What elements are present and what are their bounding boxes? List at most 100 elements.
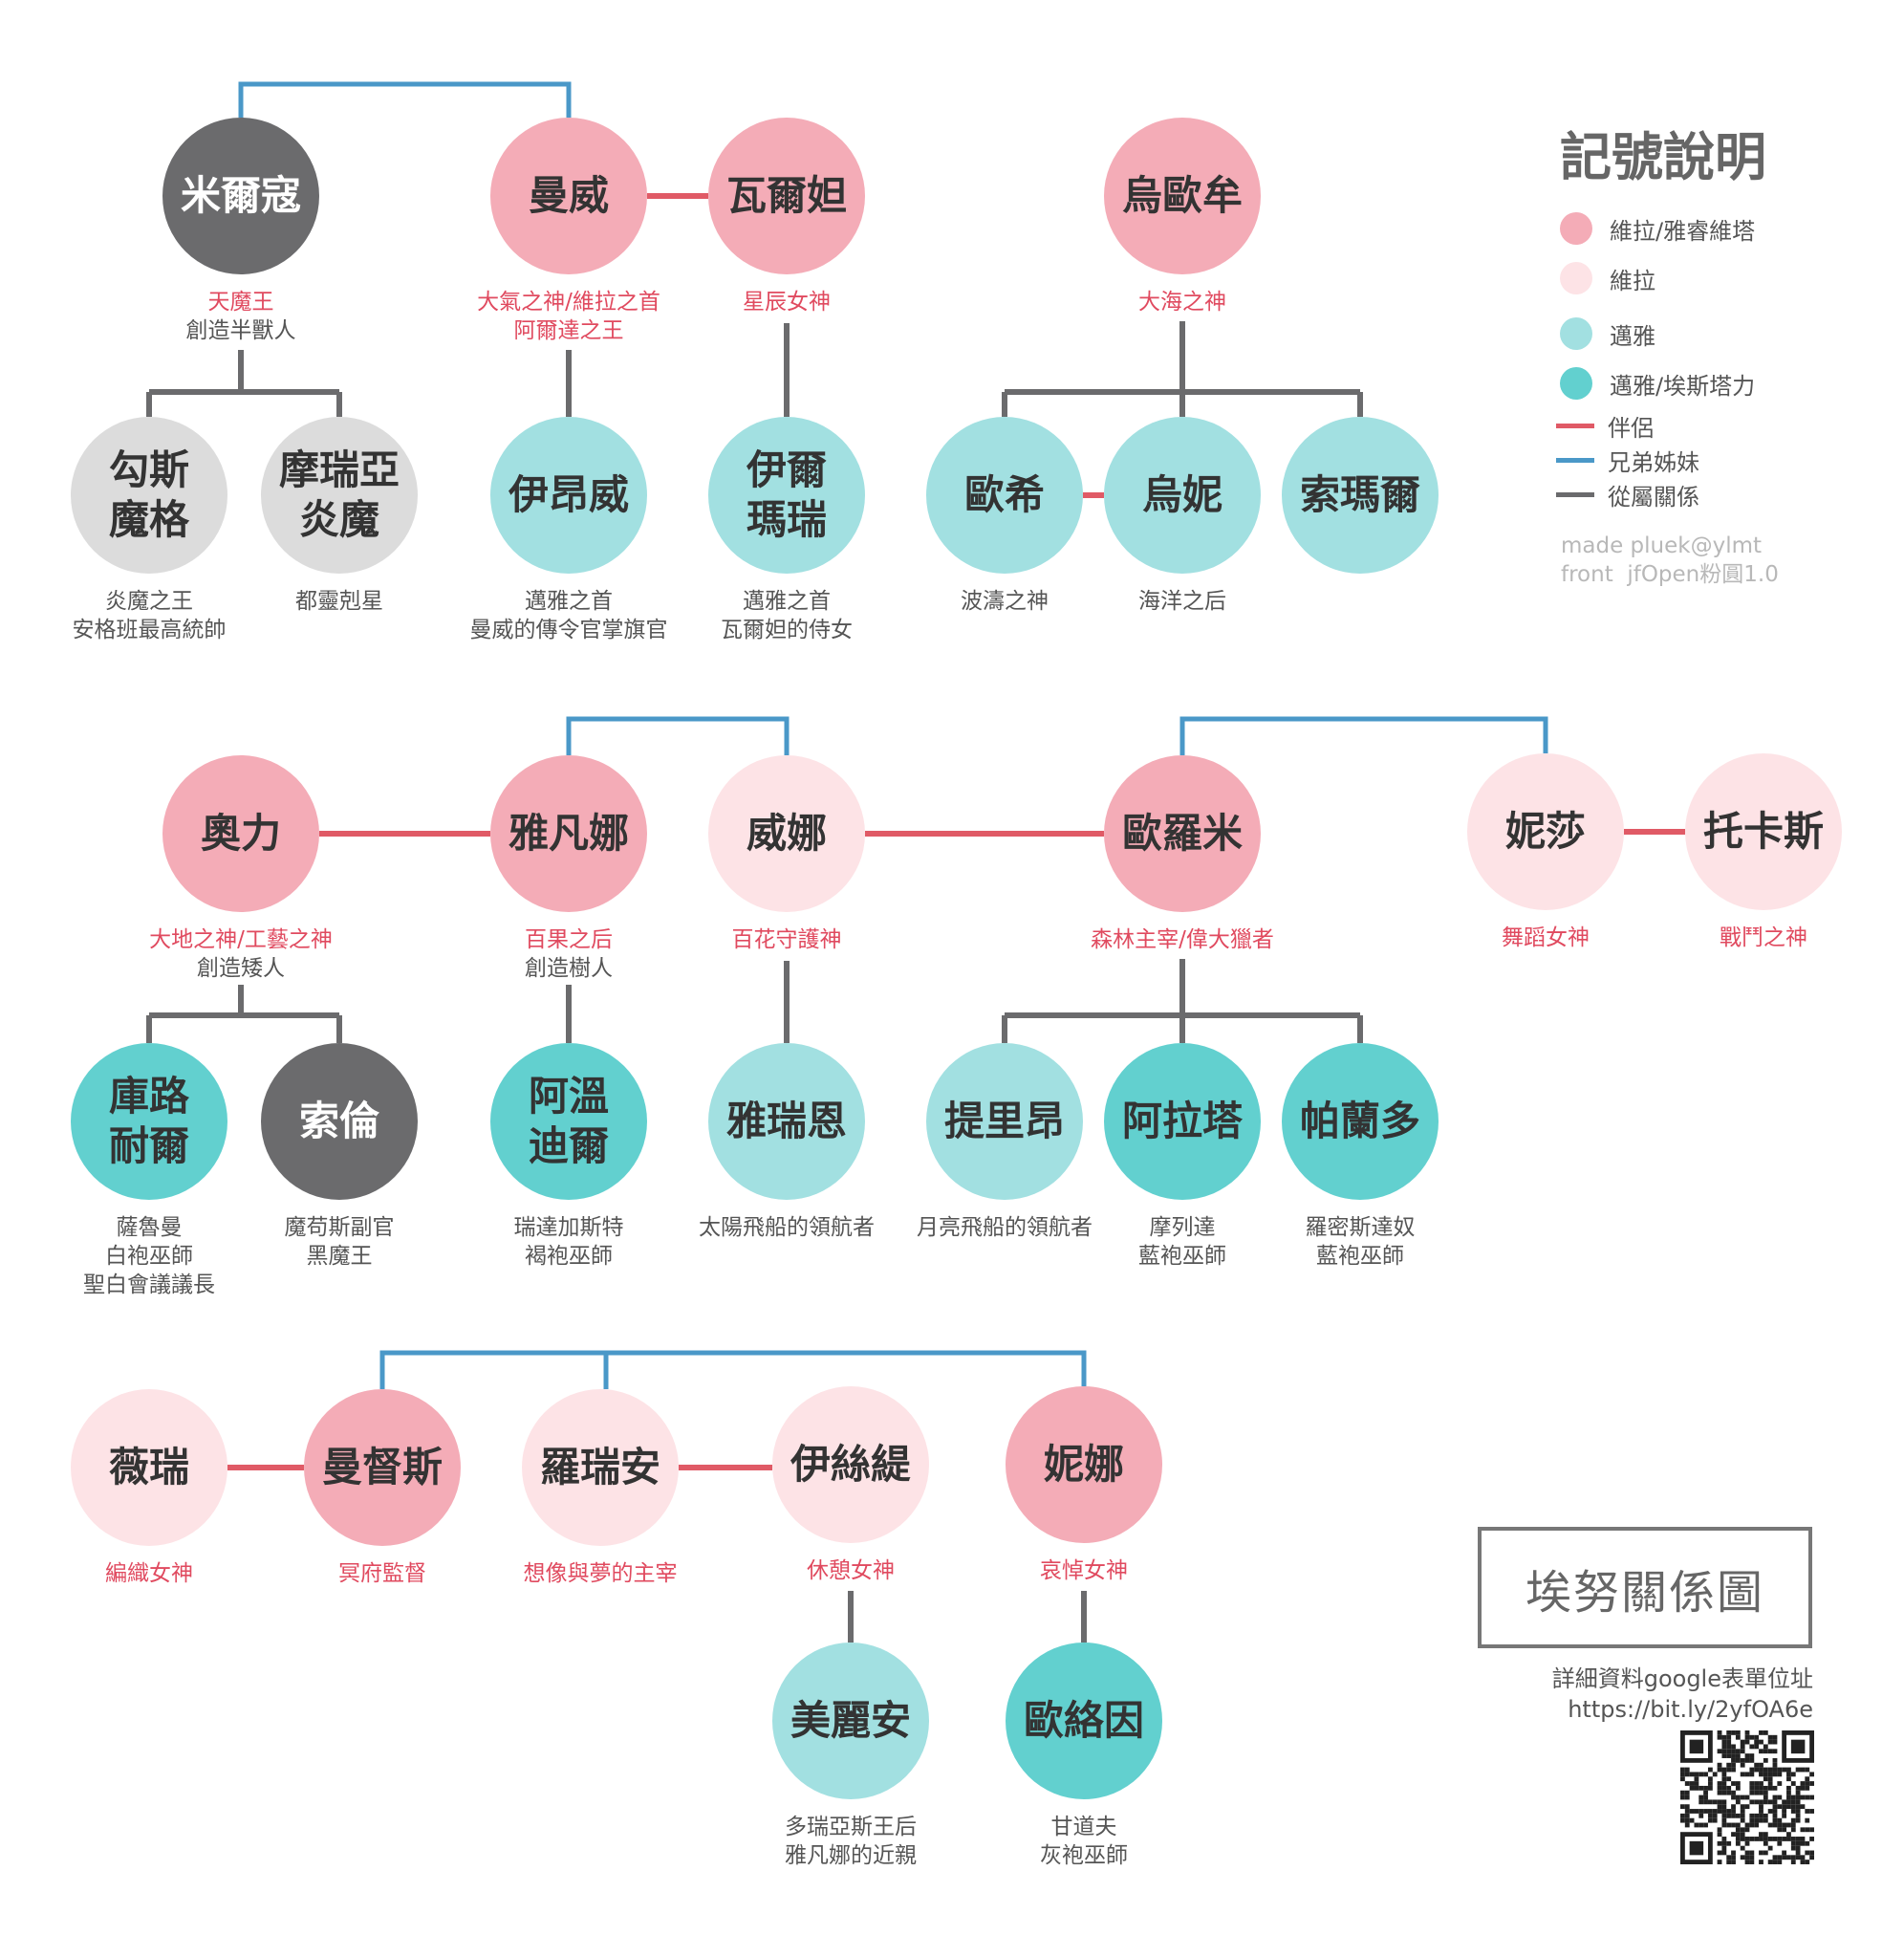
node-description: 海洋之后 [1138, 589, 1226, 614]
node-title: 星辰女神 [743, 290, 831, 315]
node-description: 甘道夫 灰袍巫師 [1040, 1815, 1128, 1868]
node-caption: 摩列達 藍袍巫師 [1068, 1213, 1297, 1271]
node-caption: 哀悼女神 [969, 1556, 1199, 1585]
node-description: 摩列達 藍袍巫師 [1138, 1215, 1226, 1269]
source-info: 詳細資料google表單位址 https://bit.ly/2yfOA6e [1491, 1664, 1813, 1725]
node-name: 烏妮 [1141, 471, 1222, 518]
node-caption: 炎魔之王 安格班最高統帥 [34, 587, 264, 644]
node-orome: 歐羅米 [1104, 755, 1261, 912]
node-title: 戰鬥之神 [1720, 925, 1807, 950]
legend-label: 從屬關係 [1608, 483, 1699, 511]
node-name: 提里昂 [943, 1098, 1065, 1144]
node-name: 曼督斯 [321, 1444, 443, 1490]
node-vana: 威娜 [708, 755, 865, 912]
node-nienna: 妮娜 [1006, 1386, 1162, 1543]
sibling-line-orome-nessa [1179, 716, 1548, 755]
legend-dot-icon [1560, 317, 1592, 350]
node-caption: 編織女神 [34, 1559, 264, 1588]
node-caption: 羅密斯達奴 藍袍巫師 [1245, 1213, 1475, 1271]
node-name: 米爾寇 [180, 172, 301, 219]
node-melkor: 米爾寇 [162, 118, 319, 274]
node-tulkas: 托卡斯 [1685, 753, 1842, 910]
follower-line-aule [146, 985, 342, 1043]
node-description: 薩魯曼 白袍巫師 聖白會議議長 [83, 1215, 215, 1297]
follower-line-ulmo [1002, 321, 1363, 417]
follower-lines [146, 321, 1363, 1643]
node-caption: 太陽飛船的領航者 [672, 1213, 901, 1242]
node-name: 歐羅米 [1121, 810, 1243, 857]
node-title: 天魔王 [207, 290, 274, 315]
legend-title: 記號說明 [1560, 127, 1766, 187]
node-name: 曼威 [528, 172, 609, 219]
legend-item: 邁雅 [1560, 309, 1885, 359]
node-title: 大海之神 [1138, 290, 1226, 315]
node-name: 威娜 [746, 810, 827, 857]
node-name: 托卡斯 [1702, 808, 1824, 855]
node-name: 歐絡因 [1023, 1697, 1144, 1744]
legend-item: 邁雅/埃斯塔力 [1560, 359, 1885, 408]
node-nessa: 妮莎 [1467, 753, 1624, 910]
node-name: 阿拉塔 [1121, 1098, 1243, 1144]
node-title: 冥府監督 [338, 1561, 426, 1586]
node-name: 雅凡娜 [508, 810, 629, 857]
node-caption: 大氣之神/維拉之首 阿爾達之王 [454, 288, 683, 345]
node-gothmog: 勾斯 魔格 [71, 417, 227, 574]
node-osse: 歐希 [926, 417, 1083, 574]
node-caption: 波濤之神 [890, 587, 1119, 616]
node-name: 雅瑞恩 [725, 1098, 847, 1144]
legend-dot-icon [1560, 262, 1592, 294]
node-title: 編織女神 [105, 1561, 193, 1586]
legend-item: 伴侶 [1556, 408, 1885, 443]
legend-line-icon [1556, 423, 1594, 428]
legend-label: 邁雅 [1610, 322, 1655, 350]
legend-label: 邁雅/埃斯塔力 [1610, 372, 1756, 400]
node-caption: 冥府監督 [268, 1559, 497, 1588]
node-caption: 大地之神/工藝之神創造矮人 [126, 925, 356, 983]
node-name: 摩瑞亞 炎魔 [278, 446, 400, 543]
node-description: 邁雅之首 瓦爾妲的侍女 [721, 589, 853, 642]
node-description: 波濤之神 [961, 589, 1049, 614]
spouse-lines [227, 193, 1685, 1470]
node-description: 創造樹人 [525, 956, 613, 981]
node-uinen: 烏妮 [1104, 417, 1261, 574]
node-caption: 魔苟斯副官 黑魔王 [225, 1213, 454, 1271]
node-name: 伊昂威 [508, 471, 629, 518]
node-description: 邁雅之首 曼威的傳令官掌旗官 [469, 589, 668, 642]
legend-line-icon [1556, 491, 1594, 497]
node-salmar: 索瑪爾 [1282, 417, 1439, 574]
legend-label: 兄弟姊妹 [1608, 448, 1699, 476]
legend-dot-icon [1560, 212, 1592, 245]
node-caption: 海洋之后 [1068, 587, 1297, 616]
source-url[interactable]: https://bit.ly/2yfOA6e [1568, 1696, 1813, 1723]
node-vaire: 薇瑞 [71, 1389, 227, 1546]
node-mandos: 曼督斯 [304, 1389, 461, 1546]
node-caption: 想像與夢的主宰 [486, 1559, 715, 1588]
chart-title: 埃努關係圖 [1525, 1565, 1764, 1620]
follower-line-melkor [146, 350, 342, 417]
node-name: 羅瑞安 [539, 1444, 660, 1490]
node-name: 瓦爾妲 [725, 172, 847, 219]
legend-items: 維拉/雅睿維塔維拉邁雅邁雅/埃斯塔力伴侶兄弟姊妹從屬關係 [1556, 204, 1885, 511]
legend-label: 維拉 [1610, 267, 1655, 294]
node-manwe: 曼威 [490, 118, 647, 274]
node-aiwendil: 阿溫 迪爾 [490, 1043, 647, 1200]
node-caption: 舞蹈女神 [1431, 924, 1660, 952]
node-name: 伊爾 瑪瑞 [746, 446, 827, 543]
qr-code-icon[interactable] [1680, 1730, 1814, 1864]
node-alatar: 阿拉塔 [1104, 1043, 1261, 1200]
node-name: 奧力 [200, 810, 281, 857]
follower-line-orome [1002, 959, 1363, 1043]
node-description: 羅密斯達奴 藍袍巫師 [1305, 1215, 1416, 1269]
node-caption: 戰鬥之神 [1649, 924, 1878, 952]
node-caption: 甘道夫 灰袍巫師 [969, 1813, 1199, 1870]
node-caption: 邁雅之首 瓦爾妲的侍女 [672, 587, 901, 644]
legend-label: 維拉/雅睿維塔 [1610, 217, 1756, 245]
node-name: 索倫 [298, 1098, 379, 1144]
credits-font: front jfOpen粉圓1.0 [1561, 562, 1779, 587]
node-caption: 天魔王創造半獸人 [126, 288, 356, 345]
node-description: 月亮飛船的領航者 [917, 1215, 1093, 1240]
node-aule: 奧力 [162, 755, 319, 912]
legend-item: 維拉 [1560, 253, 1885, 303]
node-title: 百果之后 [525, 927, 613, 952]
node-title: 大地之神/工藝之神 [149, 927, 333, 952]
